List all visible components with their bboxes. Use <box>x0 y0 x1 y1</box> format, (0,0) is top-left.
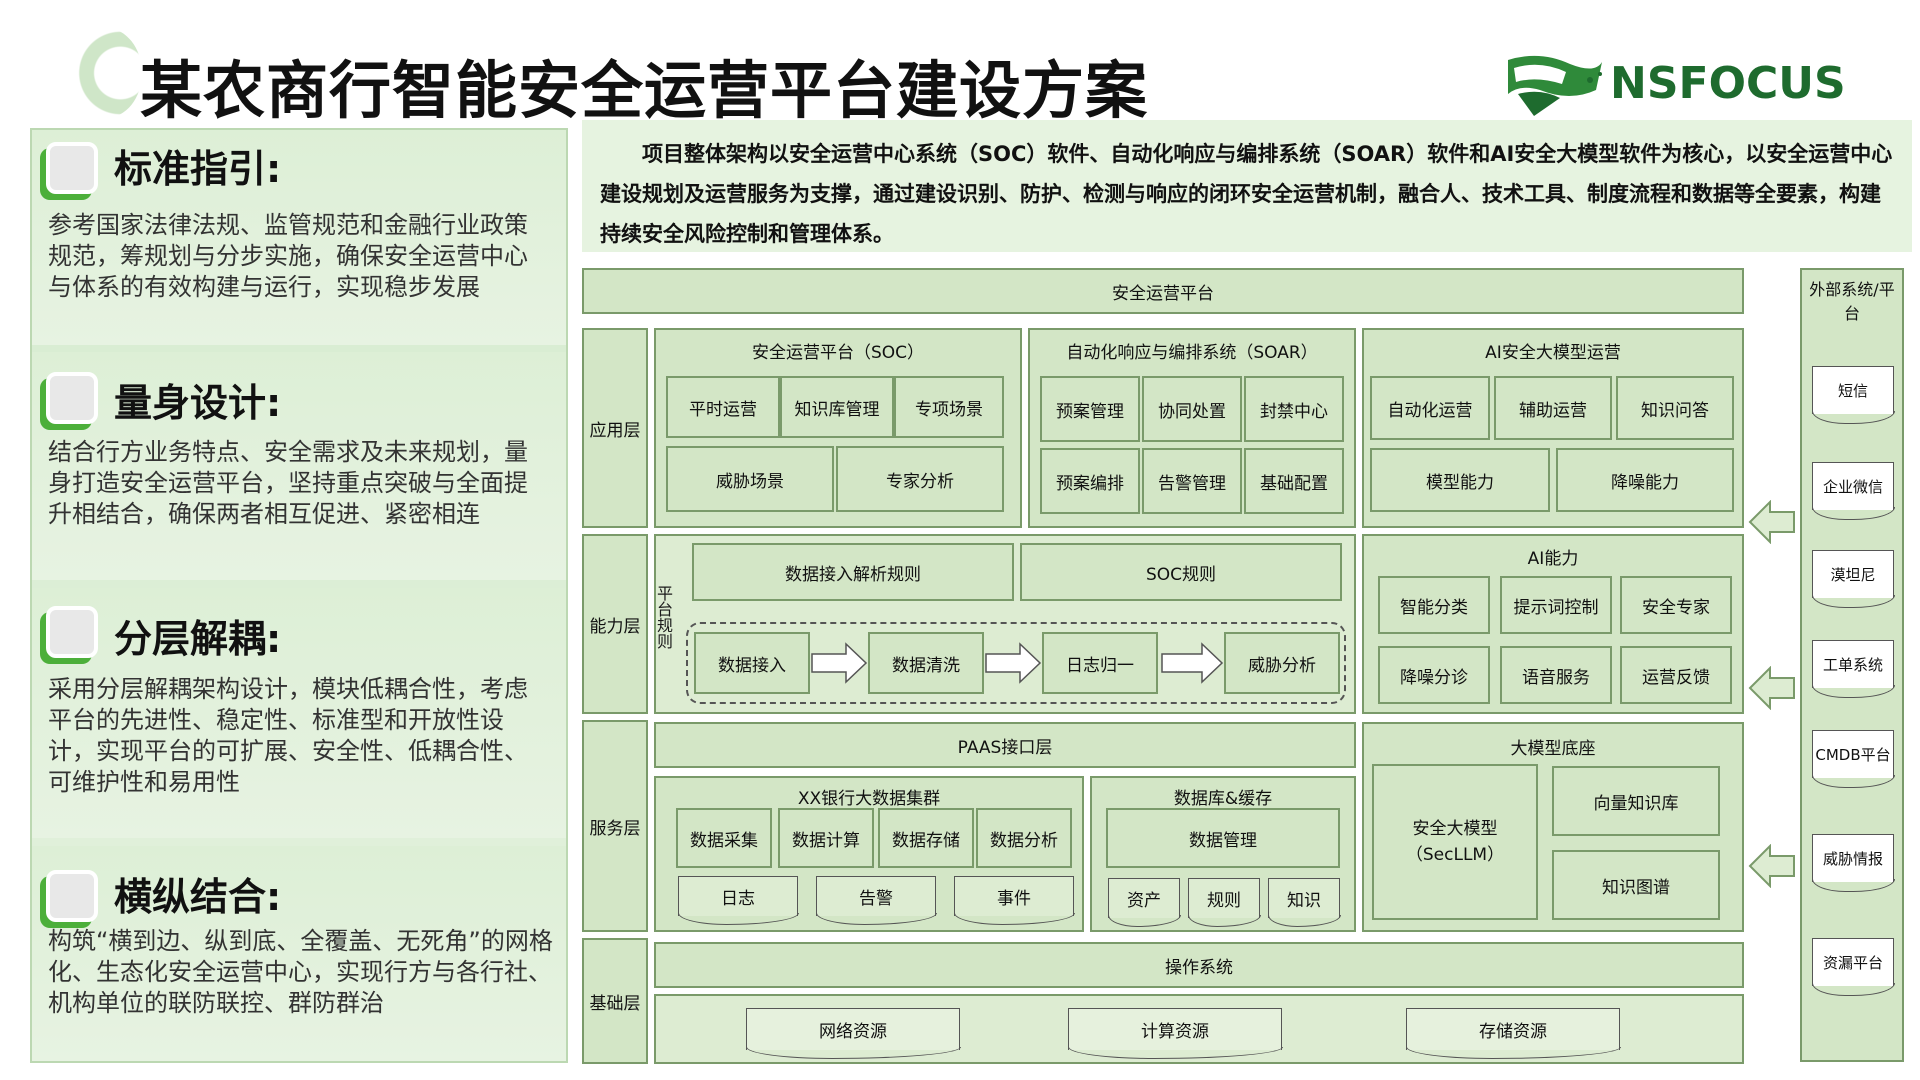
project-description: 项目整体架构以安全运营中心系统（SOC）软件、自动化响应与编排系统（SOAR）软… <box>582 120 1912 252</box>
bigdata-item: 数据计算 <box>778 808 874 868</box>
flow-step: 数据清洗 <box>868 632 984 694</box>
section-icon <box>46 372 98 424</box>
soar-item: 基础配置 <box>1244 448 1344 514</box>
vector-kb-box: 向量知识库 <box>1552 766 1720 836</box>
ai-cap-item: 降噪分诊 <box>1378 646 1490 704</box>
flow-step: 威胁分析 <box>1224 632 1340 694</box>
bigdata-title: XX银行大数据集群 <box>797 789 941 809</box>
flow-arrow-icon <box>811 642 868 684</box>
ai-ops-item: 自动化运营 <box>1370 376 1490 440</box>
logo-text: NSFOCUS <box>1610 58 1846 109</box>
bigdata-item: 数据分析 <box>976 808 1072 868</box>
bigdata-item: 数据采集 <box>676 808 772 868</box>
ai-cap-title: AI能力 <box>1527 549 1579 569</box>
section-standard: 标准指引: 参考国家法律法规、监管规范和金融行业政策规范，筹规划与分步实施，确保… <box>32 130 566 345</box>
ai-cap-item: 智能分类 <box>1378 576 1490 634</box>
soc-item: 专项场景 <box>894 376 1004 438</box>
model-title: 大模型底座 <box>1510 739 1596 759</box>
external-item: 工单系统 <box>1811 640 1895 698</box>
bigdata-doc: 日志 <box>677 876 799 925</box>
section-text: 采用分层解耦架构设计，模块低耦合性，考虑平台的先进性、稳定性、标准型和开放性设计… <box>48 675 528 796</box>
left-arrow-icon <box>1748 666 1795 710</box>
ai-cap-item: 安全专家 <box>1620 576 1732 634</box>
rule-box: 数据接入解析规则 <box>692 543 1014 601</box>
soar-title: 自动化响应与编排系统（SOAR） <box>1066 343 1318 363</box>
paas-layer: PAAS接口层 <box>654 722 1356 768</box>
section-custom: 量身设计: 结合行方业务特点、安全需求及未来规划，量身打造安全运营平台，坚持重点… <box>32 352 566 580</box>
external-item: 漠坦尼 <box>1811 550 1895 608</box>
soc-item: 知识库管理 <box>780 376 894 438</box>
soar-item: 告警管理 <box>1142 448 1242 514</box>
ai-cap-item: 提示词控制 <box>1500 576 1612 634</box>
flow-dashed-frame <box>686 622 1346 704</box>
section-heading: 量身设计: <box>114 381 282 425</box>
section-icon <box>46 606 98 658</box>
flow-step: 数据接入 <box>694 632 810 694</box>
ai-ops-item: 降噪能力 <box>1556 448 1734 512</box>
section-heading: 横纵结合: <box>114 875 282 919</box>
layer-base: 基础层 <box>582 938 648 1064</box>
section-heading: 标准指引: <box>114 147 282 191</box>
platform-banner: 安全运营平台 <box>582 268 1744 314</box>
resource-doc: 计算资源 <box>1067 1008 1283 1059</box>
os-layer: 操作系统 <box>654 942 1744 988</box>
external-title: 外部系统/平台 <box>1809 280 1895 323</box>
title-decoration <box>70 28 142 118</box>
ai-ops-item: 模型能力 <box>1370 448 1550 512</box>
layer-cap: 能力层 <box>582 534 648 714</box>
external-item: 短信 <box>1811 366 1895 424</box>
secllm-box: 安全大模型 （SecLLM） <box>1372 764 1538 920</box>
section-text: 参考国家法律法规、监管规范和金融行业政策规范，筹规划与分步实施，确保安全运营中心… <box>48 211 528 301</box>
rule-box: SOC规则 <box>1020 543 1342 601</box>
soc-item: 威胁场景 <box>666 446 834 512</box>
bigdata-doc: 事件 <box>953 876 1075 925</box>
section-layered: 分层解耦: 采用分层解耦架构设计，模块低耦合性，考虑平台的先进性、稳定性、标准型… <box>32 588 566 838</box>
bigdata-item: 数据存储 <box>878 808 974 868</box>
left-arrow-icon <box>1748 500 1795 544</box>
nsfocus-logo: NSFOCUS <box>1500 50 1880 120</box>
ai-ops-title: AI安全大模型运营 <box>1485 343 1621 363</box>
db-mgmt: 数据管理 <box>1106 808 1340 868</box>
flow-step: 日志归一 <box>1042 632 1158 694</box>
page-title: 某农商行智能安全运营平台建设方案 <box>140 54 1149 127</box>
external-item: CMDB平台 <box>1811 730 1895 788</box>
db-doc: 规则 <box>1187 878 1261 927</box>
section-combined: 横纵结合: 构筑“横到边、纵到底、全覆盖、无死角”的网格化、生态化安全运营中心，… <box>32 846 566 1061</box>
resource-doc: 网络资源 <box>745 1008 961 1059</box>
external-item: 资漏平台 <box>1811 938 1895 996</box>
soar-item: 封禁中心 <box>1244 376 1344 442</box>
ai-ops-item: 辅助运营 <box>1494 376 1612 440</box>
section-text: 结合行方业务特点、安全需求及未来规划，量身打造安全运营平台，坚持重点突破与全面提… <box>48 438 528 528</box>
section-heading: 分层解耦: <box>114 617 282 661</box>
left-panel: 标准指引: 参考国家法律法规、监管规范和金融行业政策规范，筹规划与分步实施，确保… <box>30 128 568 1063</box>
db-doc: 资产 <box>1107 878 1181 927</box>
soar-item: 协同处置 <box>1142 376 1242 442</box>
resource-doc: 存储资源 <box>1405 1008 1621 1059</box>
ai-cap-item: 语音服务 <box>1500 646 1612 704</box>
bigdata-doc: 告警 <box>815 876 937 925</box>
ai-ops-item: 知识问答 <box>1616 376 1734 440</box>
platform-rules-label: 平台规则 <box>654 585 673 649</box>
soc-item: 专家分析 <box>836 446 1004 512</box>
layer-svc: 服务层 <box>582 720 648 932</box>
ai-cap-item: 运营反馈 <box>1620 646 1732 704</box>
logo-flag-icon <box>1508 55 1602 116</box>
db-doc: 知识 <box>1267 878 1341 927</box>
soar-item: 预案管理 <box>1040 376 1140 442</box>
knowledge-graph-box: 知识图谱 <box>1552 850 1720 920</box>
left-arrow-icon <box>1748 844 1795 888</box>
flow-arrow-icon <box>985 642 1042 684</box>
soc-title: 安全运营平台（SOC） <box>751 343 925 363</box>
soc-item: 平时运营 <box>666 376 780 438</box>
db-title: 数据库&缓存 <box>1173 789 1273 809</box>
section-icon <box>46 870 98 922</box>
external-item: 威胁情报 <box>1811 834 1895 892</box>
layer-app: 应用层 <box>582 328 648 528</box>
external-item: 企业微信 <box>1811 462 1895 520</box>
soar-item: 预案编排 <box>1040 448 1140 514</box>
section-text: 构筑“横到边、纵到底、全覆盖、无死角”的网格化、生态化安全运营中心，实现行方与各… <box>48 927 553 1017</box>
flow-arrow-icon <box>1161 642 1224 684</box>
section-icon <box>46 142 98 194</box>
